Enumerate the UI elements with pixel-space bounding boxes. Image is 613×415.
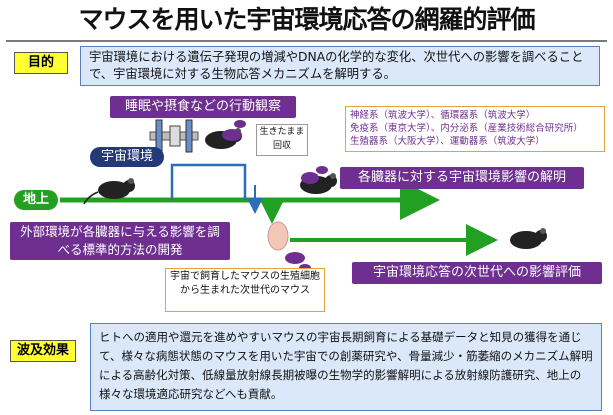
- impact-label: 波及効果: [10, 340, 76, 362]
- systems-line-1: 神経系（筑波大学）、循環器系（筑波大学）: [350, 110, 536, 121]
- baby-mouse-icon: [267, 221, 289, 251]
- ground-box: 地上: [14, 190, 58, 210]
- space-path: [170, 163, 247, 200]
- systems-line-2: 免疫系（東京大学）、内分泌系（産業技術総合研究所）: [350, 123, 583, 134]
- organ-systems-list: 神経系（筑波大学）、循環器系（筑波大学） 免疫系（東京大学）、内分泌系（産業技術…: [345, 106, 605, 152]
- systems-line-3: 生殖器系（大阪大学）、運動器系（筑波大学）: [350, 136, 545, 147]
- behavior-observation-box: 睡眠や摂食などの行動観察: [110, 96, 296, 118]
- mouse-next-gen-icon: [510, 228, 547, 249]
- space-environment-box: 宇宙環境: [90, 147, 164, 167]
- page-title: マウスを用いた宇宙環境応答の網羅的評価: [78, 5, 535, 34]
- mouse-ground-icon: [83, 178, 135, 205]
- title-divider: [6, 40, 607, 42]
- purpose-label: 目的: [14, 52, 68, 74]
- next-gen-evaluation-box: 宇宙環境応答の次世代への影響評価: [352, 262, 602, 284]
- method-development-box: 外部環境が各臓器に与える影響を調べる標準的方法の開発: [10, 222, 230, 260]
- live-recovery-box: 生きたまま 回収: [256, 124, 308, 156]
- organ-effects-box: 各臓器に対する宇宙環境影響の解明: [340, 167, 584, 189]
- space-station-icon: [149, 119, 199, 153]
- next-gen-mouse-box: 宇宙で飼育したマウスの生殖細胞から生まれた次世代のマウス: [165, 268, 325, 312]
- purpose-text: 宇宙環境における遺伝子発現の増減やDNAの化学的な変化、次世代への影響を調べるこ…: [80, 46, 600, 86]
- impact-text: ヒトへの適用や還元を進めやすいマウスの宇宙長期飼育による基礎データと知見の獲得を…: [90, 323, 602, 411]
